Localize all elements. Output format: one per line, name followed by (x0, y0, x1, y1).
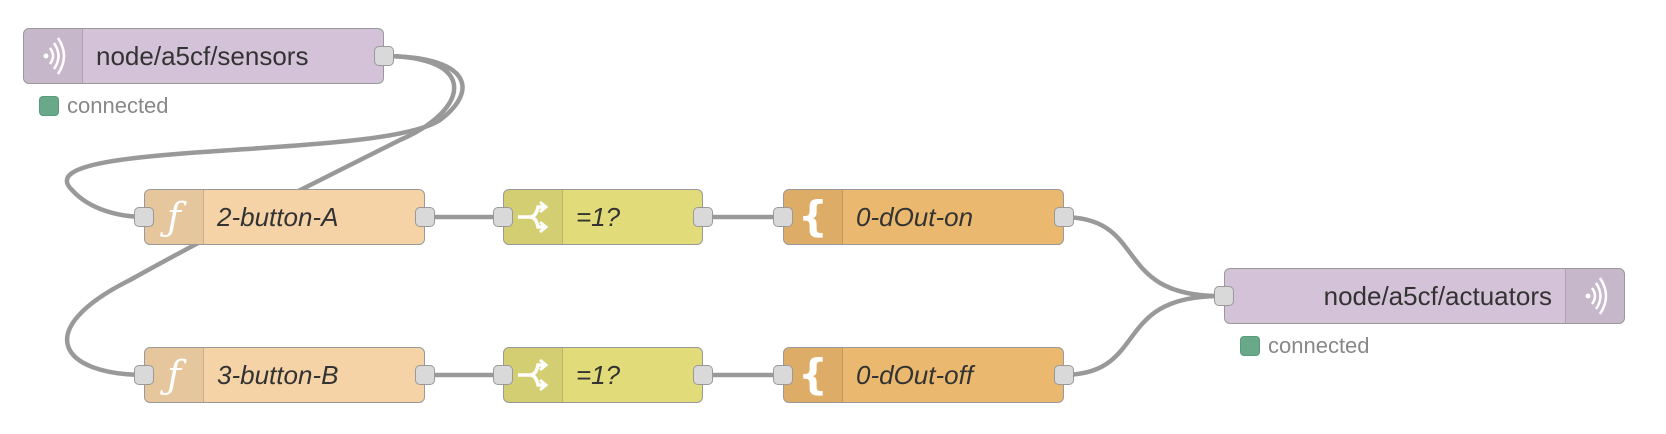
template-on-input-port[interactable] (773, 207, 793, 227)
switch-b-input-port[interactable] (493, 365, 513, 385)
function-node-button-a[interactable]: ƒ 2-button-A (134, 189, 435, 245)
mqtt-out-input-port[interactable] (1214, 286, 1234, 306)
radio-waves-icon (24, 29, 83, 83)
template-off-input-port[interactable] (773, 365, 793, 385)
template-node-on[interactable]: { 0-dOut-on (773, 189, 1074, 245)
wire-template-off-to-actuators[interactable] (1059, 293, 1223, 378)
switch-node-b[interactable]: =1? (493, 347, 713, 403)
switch-b-label: =1? (576, 359, 621, 390)
mqtt-out-status-text: connected (1268, 333, 1370, 358)
template-off-output-port[interactable] (1054, 365, 1074, 385)
template-node-off[interactable]: { 0-dOut-off (773, 347, 1074, 403)
template-off-label: 0-dOut-off (856, 359, 974, 390)
function-a-label: 2-button-A (217, 201, 339, 232)
radio-waves-icon (1565, 269, 1624, 323)
template-on-label: 0-dOut-on (856, 201, 974, 232)
function-a-output-port[interactable] (415, 207, 435, 227)
mqtt-out-node[interactable]: node/a5cf/actuators (1214, 268, 1625, 324)
mqtt-in-status-text: connected (67, 93, 169, 118)
function-icon: ƒ (145, 348, 204, 402)
switch-a-label: =1? (576, 201, 621, 232)
switch-node-a[interactable]: =1? (493, 189, 713, 245)
template-on-output-port[interactable] (1054, 207, 1074, 227)
switch-icon (504, 348, 563, 402)
function-a-input-port[interactable] (134, 207, 154, 227)
mqtt-in-label: node/a5cf/sensors (96, 40, 309, 71)
mqtt-out-label: node/a5cf/actuators (1323, 280, 1552, 311)
mqtt-out-status: connected (1240, 333, 1370, 359)
mqtt-in-output-port[interactable] (374, 46, 394, 66)
function-node-button-b[interactable]: ƒ 3-button-B (134, 347, 435, 403)
switch-a-input-port[interactable] (493, 207, 513, 227)
function-b-input-port[interactable] (134, 365, 154, 385)
wire-sensors-to-button-a[interactable] (65, 53, 465, 220)
function-b-output-port[interactable] (415, 365, 435, 385)
mqtt-in-status: connected (39, 93, 169, 119)
status-dot-icon (39, 96, 59, 116)
wire-template-on-to-actuators[interactable] (1059, 214, 1223, 299)
function-b-label: 3-button-B (217, 359, 339, 390)
mqtt-in-node[interactable]: node/a5cf/sensors (23, 28, 394, 84)
switch-b-output-port[interactable] (693, 365, 713, 385)
status-dot-icon (1240, 336, 1260, 356)
template-brace-icon: { (784, 348, 843, 402)
switch-icon (504, 190, 563, 244)
function-icon: ƒ (145, 190, 204, 244)
switch-a-output-port[interactable] (693, 207, 713, 227)
template-brace-icon: { (784, 190, 843, 244)
